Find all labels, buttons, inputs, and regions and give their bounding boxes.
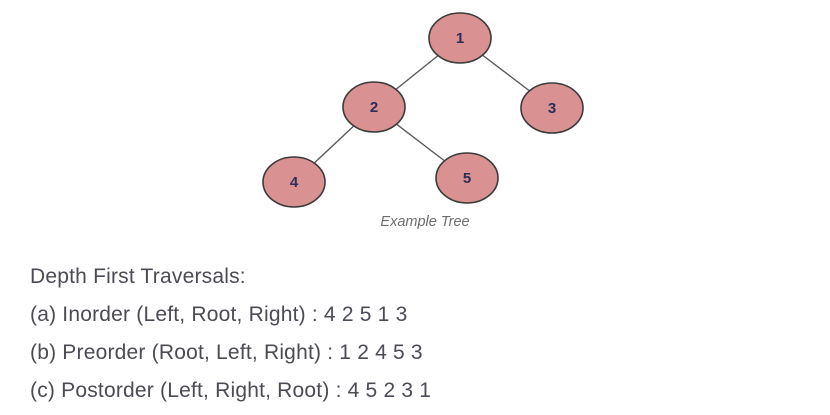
tree-node-5-label: 5 <box>463 170 471 187</box>
tree-node-2: 2 <box>342 81 406 133</box>
tree-node-1-shape <box>428 12 492 64</box>
tree-node-5-shape <box>435 152 499 204</box>
tree-node-3-label: 3 <box>548 100 556 117</box>
tree-node-1: 1 <box>428 12 492 64</box>
traversals-title: Depth First Traversals: <box>30 265 246 288</box>
traversals-block: Depth First Traversals: (a) Inorder (Lef… <box>30 258 431 410</box>
traversal-inorder: (a) Inorder (Left, Root, Right) : 4 2 5 … <box>30 303 408 326</box>
tree-caption: Example Tree <box>380 214 470 230</box>
tree-node-1-label: 1 <box>456 30 464 47</box>
traversal-preorder: (b) Preorder (Root, Left, Right) : 1 2 4… <box>30 341 423 364</box>
tree-node-3-shape <box>520 82 584 134</box>
tree-node-4-label: 4 <box>290 174 299 191</box>
binary-tree-diagram: 1 2 3 4 5 <box>262 12 584 208</box>
tree-node-5: 5 <box>435 152 499 204</box>
tree-node-3: 3 <box>520 82 584 134</box>
tree-node-4-shape <box>262 156 326 208</box>
tree-node-2-label: 2 <box>370 99 378 116</box>
tree-node-4: 4 <box>262 156 326 208</box>
traversal-postorder: (c) Postorder (Left, Right, Root) : 4 5 … <box>30 379 432 402</box>
tree-node-2-shape <box>342 81 406 133</box>
